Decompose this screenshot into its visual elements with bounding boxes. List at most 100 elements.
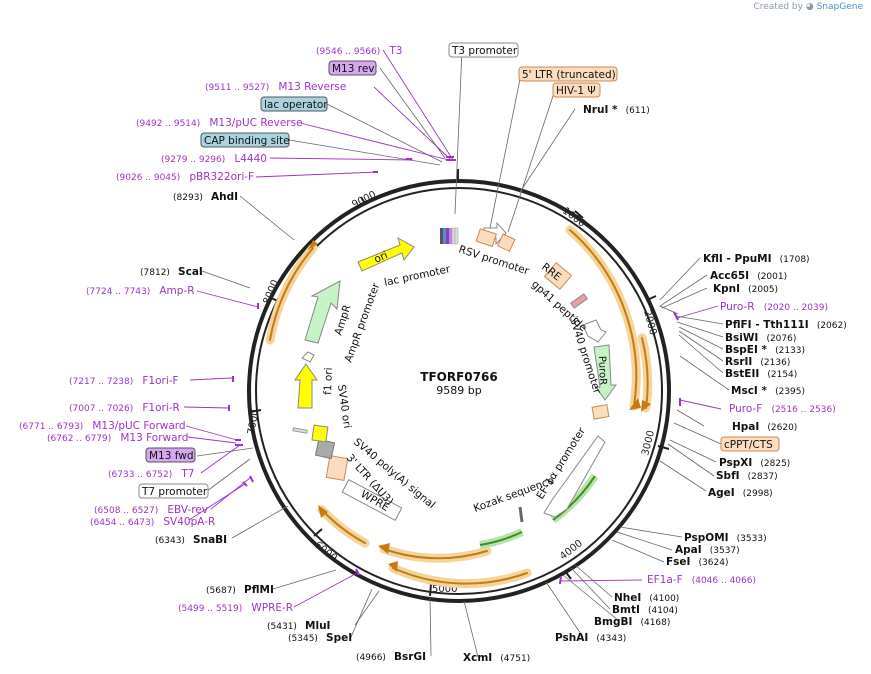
svg-text:(4966) BsrGI: (4966) BsrGI <box>356 645 426 664</box>
svg-text:Puro-R (2020 .. 2039): Puro-R (2020 .. 2039) <box>720 295 828 314</box>
rre-box <box>543 261 573 291</box>
cppt-tag: cPPT/CTS <box>720 436 780 452</box>
svg-text:BstEII (2154): BstEII (2154) <box>725 362 797 381</box>
primer-lines <box>183 49 722 608</box>
ltr-box <box>475 228 498 248</box>
svg-text:(7007 .. 7026) F1ori-R: (7007 .. 7026) F1ori-R <box>69 396 180 415</box>
t7-promoter-tag: T7 promoter <box>138 483 209 499</box>
lac-promoter-label: lac promoter <box>383 263 452 289</box>
green-feature-arcs <box>479 473 599 549</box>
hiv-psi-tag: HIV-1 Ψ <box>552 82 601 98</box>
svg-text:Puro-F (2516 .. 2536): Puro-F (2516 .. 2536) <box>729 397 836 416</box>
svg-text:(9279 .. 9296) L4440: (9279 .. 9296) L4440 <box>161 147 267 166</box>
m13fwd-tag: M13 fwd <box>145 447 196 463</box>
svg-text:M13 rev: M13 rev <box>332 63 375 75</box>
rsv-promoter-label: RSV promoter <box>457 243 531 277</box>
svg-text:(6771 .. 6793) M13/pUC Forward: (6771 .. 6793) M13/pUC Forward <box>19 414 186 433</box>
svg-text:NruI * (611): NruI * (611) <box>583 98 650 117</box>
tick-marks <box>249 169 670 597</box>
plasmid-name: TFORF0766 <box>420 370 497 384</box>
svg-text:CAP binding site: CAP binding site <box>204 135 290 147</box>
svg-text:(5687) PflMI: (5687) PflMI <box>206 578 274 597</box>
snapgene-credit: Created by ◕ SnapGene <box>753 2 863 12</box>
svg-text:T3 promoter: T3 promoter <box>451 45 518 57</box>
outside-feature-boxes: T3 promoter 5' LTR (truncated) HIV-1 Ψ c… <box>138 42 780 499</box>
svg-text:(5499 .. 5519) WPRE-R: (5499 .. 5519) WPRE-R <box>178 596 293 615</box>
snapgene-logo-icon: ◕ <box>805 2 814 12</box>
svg-text:EF1a-F (4046 .. 4066): EF1a-F (4046 .. 4066) <box>647 568 756 587</box>
tick-label: 7000 <box>246 409 261 436</box>
ampr-label: AmpR <box>332 303 353 337</box>
svg-text:KflI - PpuMI (1708): KflI - PpuMI (1708) <box>703 247 810 266</box>
svg-text:(9026 .. 9045) pBR322ori-F: (9026 .. 9045) pBR322ori-F <box>116 165 254 184</box>
svg-text:M13 fwd: M13 fwd <box>149 450 194 462</box>
ltr3-box <box>325 455 349 481</box>
svg-text:XcmI (4751): XcmI (4751) <box>463 646 530 665</box>
primer-labels: (9546 .. 9566) T3 (9511 .. 9527) M13 Rev… <box>19 39 836 615</box>
leader-lines <box>196 49 730 658</box>
ef1a-promoter-arrow <box>543 435 606 518</box>
svg-text:PshAI (4343): PshAI (4343) <box>555 626 626 645</box>
kozak-mark <box>518 506 524 523</box>
ltr5-tag: 5' LTR (truncated) <box>518 66 618 82</box>
svg-text:RsrII (2136): RsrII (2136) <box>725 350 790 369</box>
svg-text:(5345) SpeI: (5345) SpeI <box>288 626 352 645</box>
sv40-ori-box <box>311 424 329 443</box>
sv40-ori-label: SV40 ori <box>335 384 353 429</box>
inner-features <box>292 221 617 523</box>
f1-ori-arrow <box>294 363 318 409</box>
svg-text:KpnI (2005): KpnI (2005) <box>713 277 778 296</box>
site-labels: NruI * (611) KflI - PpuMI (1708) Acc65I … <box>140 98 847 665</box>
svg-text:PspOMI (3533): PspOMI (3533) <box>684 526 767 545</box>
svg-text:HIV-1 Ψ: HIV-1 Ψ <box>556 85 596 97</box>
lac-stripes <box>440 227 459 245</box>
svg-text:MscI * (2395): MscI * (2395) <box>731 379 805 398</box>
svg-text:T7 promoter: T7 promoter <box>141 486 208 498</box>
svg-text:cPPT/CTS: cPPT/CTS <box>724 439 773 451</box>
ampr-arrow <box>304 280 341 344</box>
svg-text:5' LTR (truncated): 5' LTR (truncated) <box>522 69 616 81</box>
svg-text:BsiWI (2076): BsiWI (2076) <box>725 326 796 345</box>
svg-text:(7217 .. 7238) F1ori-F: (7217 .. 7238) F1ori-F <box>69 369 179 388</box>
tick-label: 5000 <box>432 584 457 595</box>
svg-text:(6762 .. 6779) M13 Forward: (6762 .. 6779) M13 Forward <box>47 426 188 445</box>
ori-label: ori <box>372 249 389 266</box>
svg-text:ApaI (3537): ApaI (3537) <box>675 538 740 557</box>
svg-text:SbfI (2837): SbfI (2837) <box>716 464 778 483</box>
plasmid-length: 9589 bp <box>436 384 481 397</box>
gp41-box <box>570 293 588 309</box>
svg-text:BmtI (4104): BmtI (4104) <box>612 598 678 617</box>
lac-operator-tag: lac operator <box>260 96 328 112</box>
psi-box <box>496 233 516 252</box>
svg-text:(5431) MluI: (5431) MluI <box>267 614 330 633</box>
svg-text:FseI (3624): FseI (3624) <box>666 550 728 569</box>
svg-text:Acc65I (2001): Acc65I (2001) <box>710 264 787 283</box>
f1-ori-label: f1 ori <box>322 367 335 395</box>
primer-marks <box>228 156 681 585</box>
svg-text:(8293) AhdI: (8293) AhdI <box>173 185 238 204</box>
puror-arrow <box>593 344 617 401</box>
sv40pa-box <box>314 438 336 460</box>
svg-text:PflFI - Tth111I (2062): PflFI - Tth111I (2062) <box>725 313 847 332</box>
svg-text:(6508 .. 6527) EBV-rev: (6508 .. 6527) EBV-rev <box>94 498 208 517</box>
svg-text:AgeI (2998): AgeI (2998) <box>708 481 773 500</box>
svg-text:NheI (4100): NheI (4100) <box>614 586 679 605</box>
svg-text:(6733 .. 6752) T7: (6733 .. 6752) T7 <box>108 462 194 481</box>
cap-site-tag: CAP binding site <box>200 132 290 148</box>
svg-text:HpaI (2620): HpaI (2620) <box>732 415 797 434</box>
t3-promoter-tag: T3 promoter <box>448 42 519 58</box>
svg-text:BspEI * (2133): BspEI * (2133) <box>725 338 805 357</box>
svg-text:PspXI (2825): PspXI (2825) <box>719 451 790 470</box>
svg-text:(9546 .. 9566) T3: (9546 .. 9566) T3 <box>316 39 402 58</box>
svg-text:(7724 .. 7743) Amp-R: (7724 .. 7743) Amp-R <box>86 279 195 298</box>
svg-text:(6343) SnaBI: (6343) SnaBI <box>155 528 227 547</box>
svg-text:lac operator: lac operator <box>264 99 328 111</box>
tick-label: 4000 <box>558 538 585 562</box>
svg-text:(9492 .. 9514) M13/pUC Reverse: (9492 .. 9514) M13/pUC Reverse <box>136 111 303 130</box>
ori-arrow <box>357 236 415 272</box>
m13-region-box <box>292 427 308 434</box>
ampr-promoter-arrow <box>301 351 315 363</box>
svg-text:(7812) ScaI: (7812) ScaI <box>140 260 203 279</box>
svg-text:(9511 .. 9527) M13 Reverse: (9511 .. 9527) M13 Reverse <box>205 75 346 94</box>
sv40-promoter-arrow <box>582 319 607 343</box>
